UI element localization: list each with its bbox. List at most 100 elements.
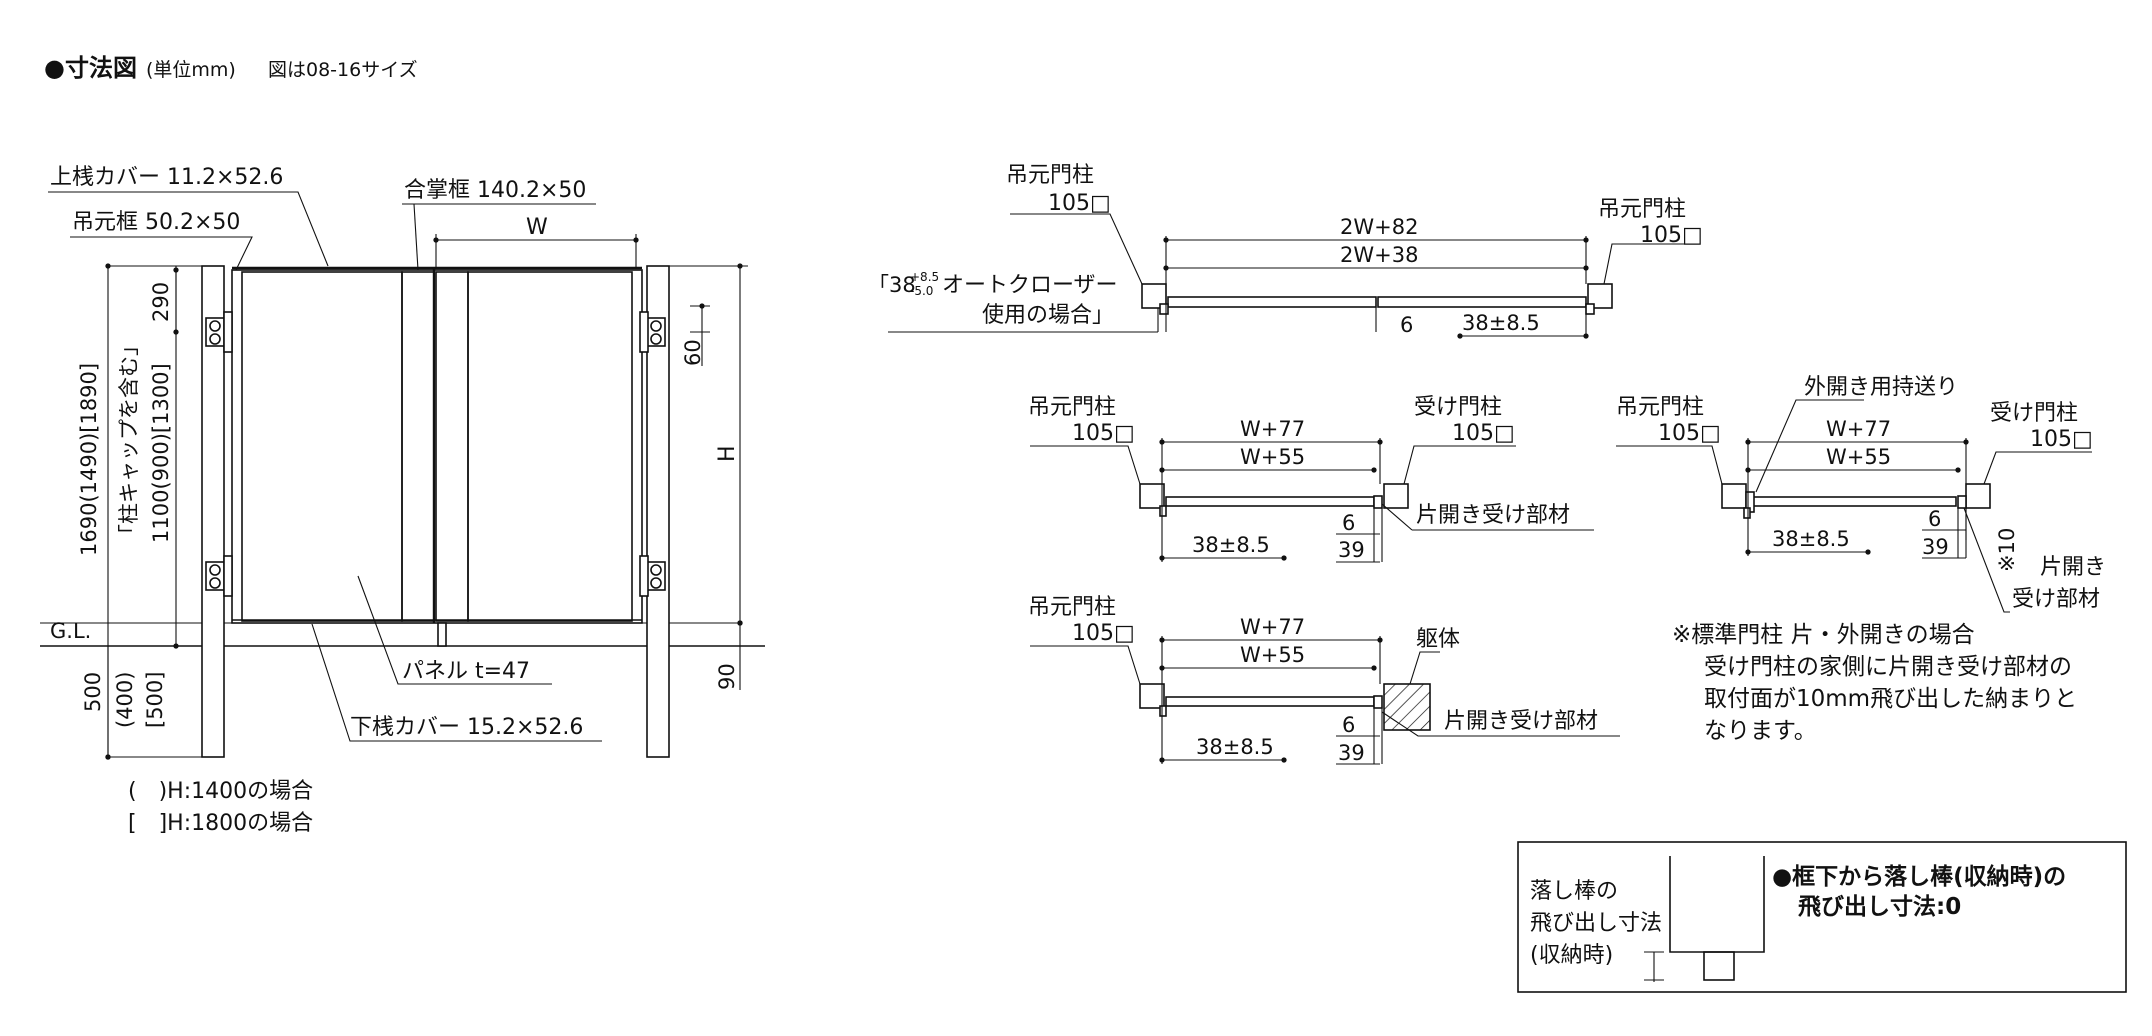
- dim-tolerance: 38±8.5: [1462, 311, 1540, 335]
- dim-w77: W+77: [1240, 417, 1305, 441]
- plan-single-a: W+77 W+55 38±8.5 6 39 片開き受け部材 吊元門柱 105□ …: [1028, 395, 1594, 563]
- dim-500-bracket: [500]: [143, 672, 167, 728]
- right-post: [646, 265, 670, 758]
- leaf: [1751, 496, 1957, 507]
- dim-2w82: 2W+82: [1340, 215, 1418, 239]
- dim-w55: W+55: [1826, 445, 1891, 469]
- receiver-part: [1373, 495, 1383, 509]
- closer-note-sup: +8.5: [910, 270, 939, 284]
- receive-post-square: [1383, 483, 1409, 509]
- hinge-icon: [205, 311, 233, 353]
- left-panel: [241, 271, 403, 622]
- dim-500: 500: [81, 672, 105, 712]
- leader-outward-holder: [1755, 399, 1864, 493]
- hinge-post-label: 吊元門柱: [1028, 395, 1116, 420]
- page-title: ●寸法図: [44, 54, 137, 82]
- dim-10: ※10: [1995, 528, 2019, 572]
- receive-post-label: 受け門柱: [1414, 395, 1502, 420]
- leaf: [1165, 696, 1375, 707]
- hinge-frame-label: 吊元框 50.2×50: [72, 210, 240, 235]
- left-leaf: [1167, 296, 1377, 308]
- note-line-1: ※標準門柱 片・外開きの場合: [1672, 622, 1975, 648]
- right-panel: [467, 271, 633, 622]
- right-leaf: [1377, 296, 1587, 308]
- gate-frame: [231, 269, 643, 624]
- hinge-post-label: 吊元門柱: [1616, 395, 1704, 420]
- body-label: 躯体: [1416, 627, 1460, 652]
- post-cap-note: 「柱キャップを含む」: [117, 335, 141, 545]
- receive-post-size: 105□: [1452, 421, 1515, 446]
- dropbar-label-2: 飛び出し寸法: [1530, 911, 1662, 936]
- dim-6: 6: [1342, 713, 1355, 737]
- leader-meeting-frame: [413, 203, 419, 271]
- dim-60: 60: [681, 339, 705, 366]
- post-mid-dimension: 1100(900)[1300]: [149, 363, 173, 543]
- dim-39: 39: [1338, 741, 1365, 765]
- note-line-3: 取付面が10mm飛び出した納まりと: [1704, 686, 2077, 712]
- note-line-2: 受け門柱の家側に片開き受け部材の: [1704, 654, 2072, 680]
- note-block: ※標準門柱 片・外開きの場合 受け門柱の家側に片開き受け部材の 取付面が10mm…: [1672, 622, 2077, 744]
- unit-label: (単位mm): [146, 59, 236, 81]
- receiver-label-line2: 受け部材: [2012, 587, 2100, 612]
- top-rail-cover-label: 上桟カバー 11.2×52.6: [50, 165, 283, 190]
- dim-gap-6: 6: [1400, 313, 1413, 337]
- size-note: 図は08-16サイズ: [268, 59, 418, 81]
- receiver-label: 片開き受け部材: [1444, 709, 1598, 734]
- closer-note-bracket: 「38: [868, 273, 916, 297]
- dim-tolerance: 38±8.5: [1772, 527, 1850, 551]
- dropbar-box: 落し棒の 飛び出し寸法 (収納時) ●框下から落し棒(収納時)の 飛び出し寸法:…: [1517, 841, 2127, 993]
- hinge-post-label: 吊元門柱: [1028, 595, 1116, 620]
- receive-post-size: 105□: [2030, 427, 2093, 452]
- legend-square-bracket: [ ]H:1800の場合: [128, 811, 313, 836]
- outward-holder-label: 外開き用持送り: [1804, 375, 1958, 400]
- frame-bottom-section: [1669, 856, 1765, 953]
- dropbar-value: 飛び出し寸法:0: [1798, 894, 1961, 920]
- dim-6: 6: [1928, 507, 1941, 531]
- hinge-post-right-label: 吊元門柱: [1598, 197, 1686, 222]
- dropbar-rod: [1703, 951, 1735, 981]
- hinge-post-left-label: 吊元門柱: [1006, 163, 1094, 188]
- dim-290: 290: [149, 282, 173, 322]
- meeting-stile-right: [435, 271, 469, 622]
- hinge-icon: [639, 555, 666, 597]
- closer-note-label: オートクローザー: [942, 273, 1118, 298]
- dropbar-label-3: (収納時): [1530, 943, 1613, 968]
- dim-39: 39: [1922, 535, 1949, 559]
- leader-hinge-post-right: [1603, 243, 1692, 285]
- drop-bar: [437, 622, 447, 647]
- leaf: [1165, 496, 1375, 507]
- dim-tolerance: 38±8.5: [1192, 533, 1270, 557]
- dim-w77: W+77: [1826, 417, 1891, 441]
- dim-39: 39: [1338, 538, 1365, 562]
- leader-hinge-frame: [70, 236, 253, 271]
- dim-w55: W+55: [1240, 445, 1305, 469]
- dim-w55: W+55: [1240, 643, 1305, 667]
- width-dimension: W: [526, 215, 548, 240]
- hinge-post-right-size: 105□: [1640, 223, 1703, 248]
- receive-post-label: 受け門柱: [1990, 401, 2078, 426]
- dropbar-title: ●框下から落し棒(収納時)の: [1772, 863, 2066, 890]
- building-body: [1383, 683, 1431, 731]
- leader-panel: [357, 575, 552, 685]
- legend-round-bracket: ( )H:1400の場合: [128, 779, 313, 804]
- plan-single-c: W+77 W+55 38±8.5 6 39 躯体 片開き受け部材 吊元門柱 10…: [1028, 595, 1620, 765]
- leader-bottom-rail: [311, 623, 602, 742]
- left-post: [201, 265, 225, 758]
- meeting-stile-left: [401, 271, 435, 622]
- dim-w77: W+77: [1240, 615, 1305, 639]
- ground-level-label: G.L.: [50, 619, 91, 643]
- hinge-post-square: [1139, 683, 1165, 709]
- hinge-post-size: 105□: [1658, 421, 1721, 446]
- hinge-icon: [639, 311, 666, 353]
- hinge-post-size: 105□: [1072, 421, 1135, 446]
- height-dimension: H: [715, 445, 740, 462]
- elevation-view: 上桟カバー 11.2×52.6 吊元框 50.2×50 合掌框 140.2×50…: [40, 165, 765, 836]
- dim-400: (400): [113, 672, 137, 728]
- dim-2w38: 2W+38: [1340, 243, 1418, 267]
- dim-90: 90: [715, 663, 739, 690]
- receiver-label-line1: 片開き: [2040, 555, 2106, 580]
- dim-6: 6: [1342, 511, 1355, 535]
- dropbar-frame: [1517, 841, 2127, 993]
